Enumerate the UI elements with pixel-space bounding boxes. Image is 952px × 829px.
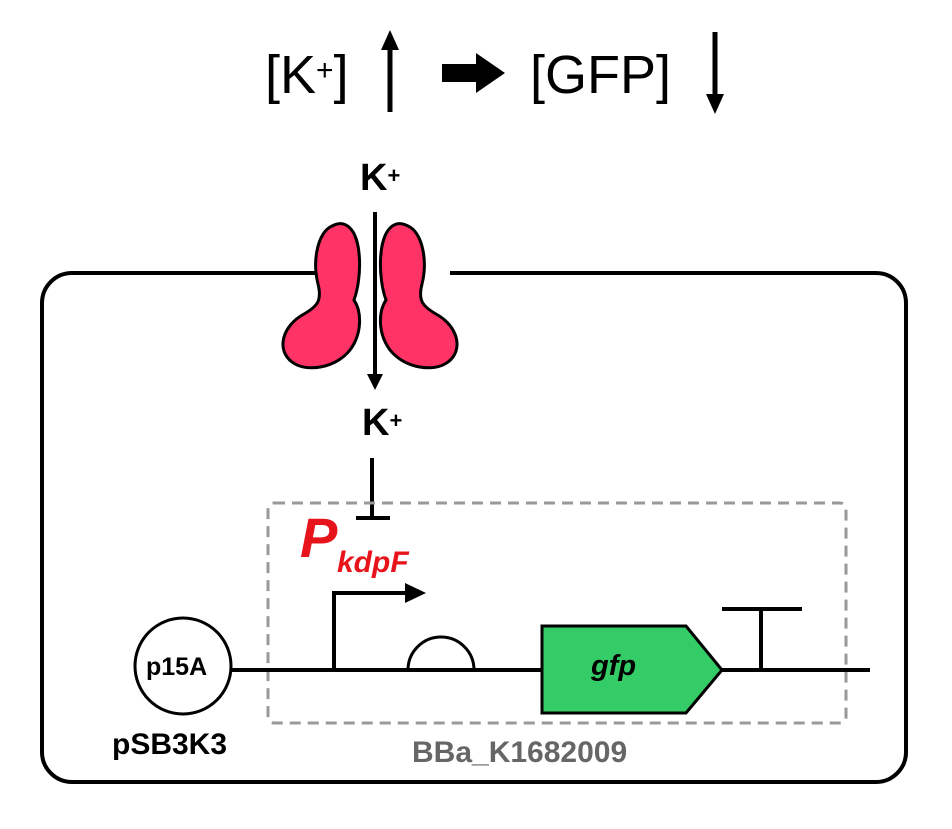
header-gfp-concentration: [GFP]: [530, 45, 672, 105]
gene-label: gfp: [591, 650, 637, 682]
gfp-down-arrowhead: [706, 94, 724, 114]
rbs-symbol: [406, 635, 476, 671]
promoter-letter: P: [300, 506, 338, 569]
header-k-concentration: [K+]: [265, 48, 349, 102]
promoter-subscript: kdpF: [337, 546, 409, 579]
ion-flow-arrowhead: [367, 374, 383, 390]
plasmid-label: pSB3K3: [112, 728, 228, 761]
channel-left-subunit: [281, 222, 362, 370]
header-k-close: ]: [333, 45, 349, 105]
ion-inside-text: K: [362, 402, 390, 444]
cell-membrane: [40, 271, 908, 784]
ion-outside-sup: +: [387, 163, 401, 188]
header-k-sup: +: [316, 54, 334, 87]
ion-inside-label: K+: [362, 404, 402, 442]
promoter-arrow: [332, 591, 408, 670]
ion-outside-label: K+: [360, 159, 400, 197]
origin-label: p15A: [146, 653, 208, 681]
implies-arrow: [442, 53, 505, 93]
channel-right-subunit: [378, 222, 459, 370]
ion-outside-text: K: [360, 157, 388, 199]
origin-circle: [133, 616, 233, 716]
ion-inside-sup: +: [389, 408, 403, 433]
gfp-gene: [540, 624, 724, 715]
header-k-text: [K: [265, 45, 317, 105]
k-up-arrowhead: [381, 30, 399, 50]
potassium-channel: [281, 222, 459, 370]
part-label: BBa_K1682009: [412, 736, 628, 769]
promoter-arrowhead: [405, 583, 426, 603]
